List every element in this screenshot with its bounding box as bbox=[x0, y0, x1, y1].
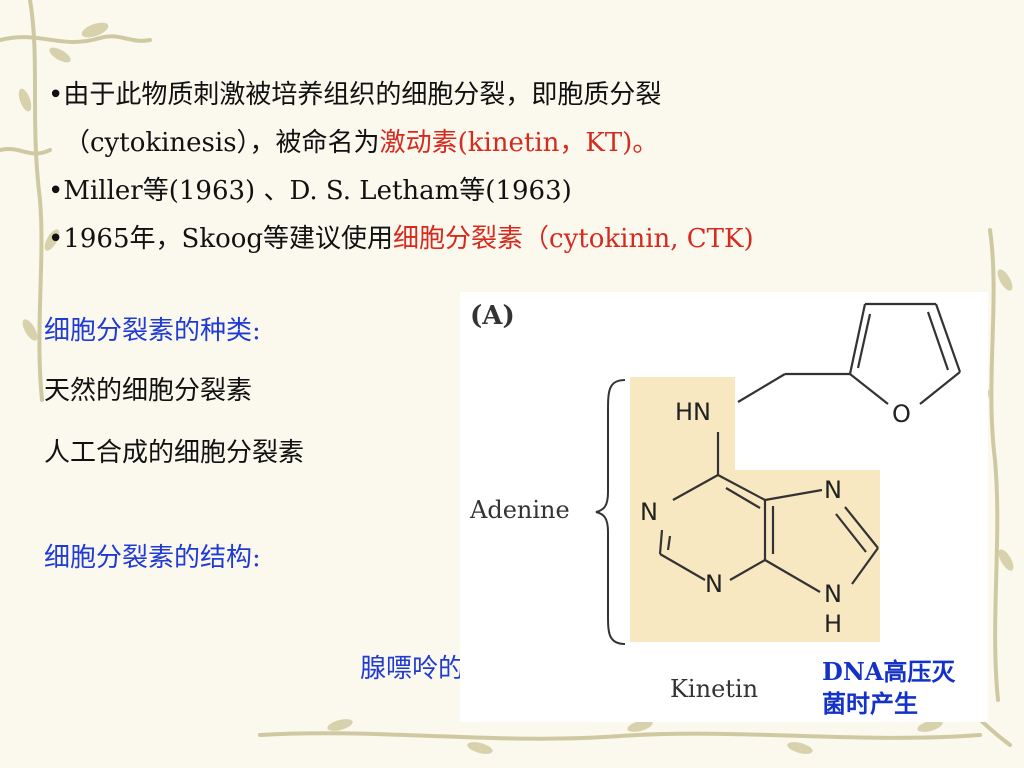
bullet-1-line-2: （cytokinesis），被命名为激动素(kinetin，KT)。 bbox=[64, 130, 658, 156]
types-heading: 细胞分裂素的种类: bbox=[44, 316, 261, 346]
bullet-3-cytokinin-term: 细胞分裂素（cytokinin, CTK) bbox=[393, 224, 754, 254]
bullet-1-line-1: •由于此物质刺激被培养组织的细胞分裂，即胞质分裂 bbox=[48, 80, 662, 110]
atom-o: O bbox=[892, 400, 911, 428]
bond-lines bbox=[658, 302, 962, 593]
kinetin-structure-figure: (A) Adenine bbox=[460, 292, 988, 722]
dna-autoclave-note: DNA高压灭菌时产生 bbox=[822, 657, 956, 718]
atom-n9: N bbox=[824, 580, 842, 608]
atom-n1: N bbox=[640, 498, 658, 526]
structure-heading: 细胞分裂素的结构: bbox=[44, 543, 261, 573]
adenine-bracket bbox=[595, 379, 626, 645]
adenine-label: Adenine bbox=[469, 496, 570, 524]
type-synthetic: 人工合成的细胞分裂素 bbox=[44, 438, 305, 468]
adenine-highlight bbox=[630, 377, 880, 642]
atom-n3: N bbox=[705, 570, 723, 598]
bullet-3-black: •1965年，Skoog等建议使用 bbox=[48, 224, 394, 254]
kinetin-label: Kinetin bbox=[670, 675, 758, 703]
atom-n9-hydrogen: H bbox=[824, 610, 842, 638]
atom-n7: N bbox=[824, 476, 842, 504]
bullet-3: •1965年，Skoog等建议使用细胞分裂素（cytokinin, CTK) bbox=[48, 226, 754, 252]
type-natural: 天然的细胞分裂素 bbox=[44, 376, 253, 406]
bullet-1-line-2-black: （cytokinesis），被命名为 bbox=[64, 128, 380, 158]
bullet-1-kinetin-term: 激动素(kinetin，KT)。 bbox=[379, 128, 659, 158]
panel-label: (A) bbox=[470, 301, 515, 331]
atom-hn: HN bbox=[675, 398, 711, 426]
bullet-2: •Miller等(1963) 、D. S. Letham等(1963) bbox=[48, 176, 572, 206]
